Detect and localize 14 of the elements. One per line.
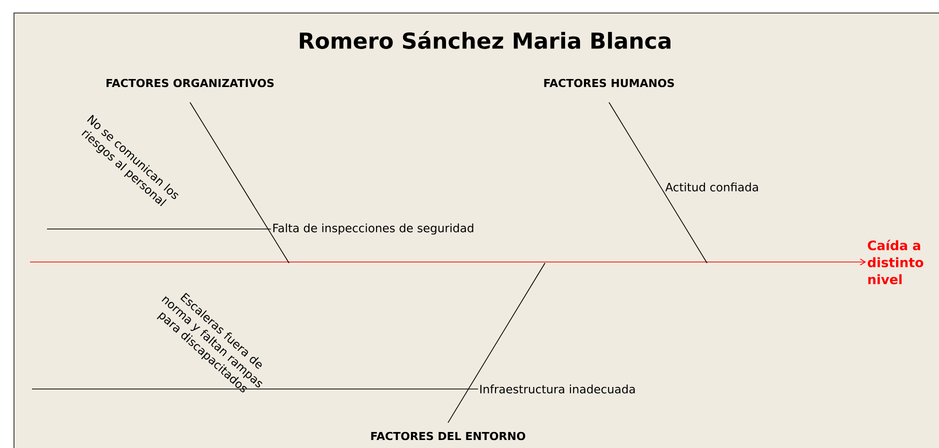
bone-line [32, 388, 478, 390]
fish-spine-arrow [30, 258, 866, 266]
category-label: FACTORES DEL ENTORNO [371, 432, 526, 440]
title: Romero Sánchez Maria Blanca [300, 31, 670, 49]
bone-line [190, 102, 290, 264]
category-label: FACTORES ORGANIZATIVOS [106, 78, 274, 88]
bone-line [46, 228, 272, 230]
cause-label: Actitud confiada [665, 182, 758, 192]
category-label: FACTORES HUMANOS [544, 78, 674, 88]
bone-line [608, 102, 708, 264]
bone-line [448, 262, 546, 424]
cause-label: Infraestructura inadecuada [480, 384, 635, 394]
cause-label: Falta de inspecciones de seguridad [273, 223, 474, 235]
effect-label: Caída a distinto nivel [868, 240, 924, 284]
